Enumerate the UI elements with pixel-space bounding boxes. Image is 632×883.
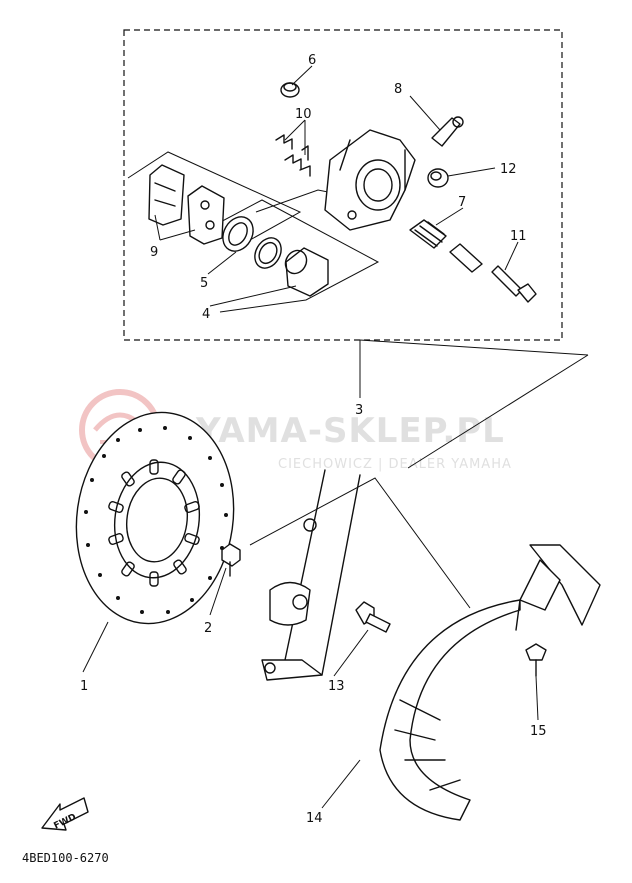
disc-guard bbox=[379, 544, 601, 821]
pin-boot bbox=[427, 168, 449, 188]
slide-pin-boot bbox=[409, 219, 447, 249]
leader-lines bbox=[82, 65, 589, 809]
disc-bolt bbox=[221, 543, 241, 577]
callout-4: 4 bbox=[202, 307, 210, 322]
callout-3: 3 bbox=[355, 403, 363, 418]
callout-6: 6 bbox=[308, 53, 316, 68]
callout-numbers: 1 2 3 4 5 6 7 8 9 10 11 12 13 14 15 bbox=[80, 53, 547, 826]
brake-pads bbox=[148, 164, 225, 245]
bleed-screw-cap bbox=[280, 82, 300, 98]
watermark: YAMA-SKLEP.PL CIECHOWICZ | DEALER YAMAHA bbox=[79, 389, 512, 472]
callout-8: 8 bbox=[394, 82, 402, 97]
callout-12: 12 bbox=[500, 162, 517, 177]
fork-group-outline bbox=[249, 477, 471, 609]
callout-9: 9 bbox=[150, 245, 158, 260]
callout-5: 5 bbox=[200, 276, 208, 291]
callout-7: 7 bbox=[458, 195, 466, 210]
callout-2: 2 bbox=[204, 621, 212, 636]
callout-10: 10 bbox=[295, 107, 312, 122]
callout-13: 13 bbox=[328, 679, 345, 694]
bleeder-screw bbox=[431, 116, 464, 147]
diagram-code: 4BED100-6270 bbox=[22, 851, 109, 865]
piston-seals bbox=[222, 216, 282, 269]
front-fork bbox=[261, 469, 361, 681]
callout-15: 15 bbox=[530, 724, 547, 739]
callout-14: 14 bbox=[306, 811, 323, 826]
caliper-body bbox=[324, 129, 416, 231]
caliper-assembly-outline bbox=[123, 29, 563, 341]
brake-disc bbox=[75, 411, 235, 625]
callout-1: 1 bbox=[80, 679, 88, 694]
callout-11: 11 bbox=[510, 229, 527, 244]
watermark-brand: YAMA-SKLEP.PL bbox=[195, 411, 505, 451]
guard-bolt bbox=[355, 601, 391, 633]
pad-retainer-clips bbox=[275, 134, 311, 177]
watermark-subtitle: CIECHOWICZ | DEALER YAMAHA bbox=[278, 457, 512, 472]
pad-group-outline bbox=[127, 151, 302, 241]
caliper-bolt bbox=[491, 265, 537, 303]
slide-pin bbox=[449, 243, 483, 273]
fwd-arrow-icon bbox=[41, 797, 89, 831]
guard-screw bbox=[525, 643, 547, 677]
piston-group-outline bbox=[195, 199, 380, 313]
caliper-piston bbox=[284, 247, 329, 297]
